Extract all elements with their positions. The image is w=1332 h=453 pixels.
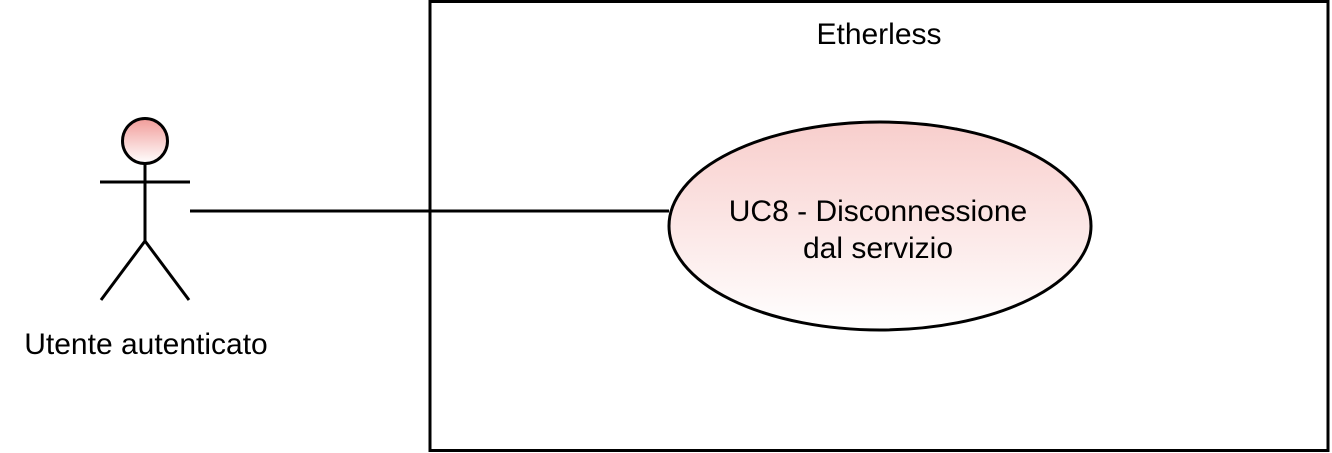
use-case-uc8[interactable]: UC8 - Disconnessione dal servizio: [667, 120, 1093, 332]
use-case-label-line1: UC8 - Disconnessione: [729, 195, 1027, 228]
actor-utente-autenticato[interactable]: Utente autenticato: [24, 117, 268, 362]
actor-head: [121, 117, 169, 165]
use-case-label-line2: dal servizio: [803, 232, 953, 265]
actor-left-leg: [99, 240, 147, 301]
actor-right-leg: [143, 240, 191, 301]
use-case-ellipse: [667, 120, 1093, 332]
actor-label: Utente autenticato: [24, 328, 268, 361]
system-title: Etherless: [816, 18, 941, 51]
